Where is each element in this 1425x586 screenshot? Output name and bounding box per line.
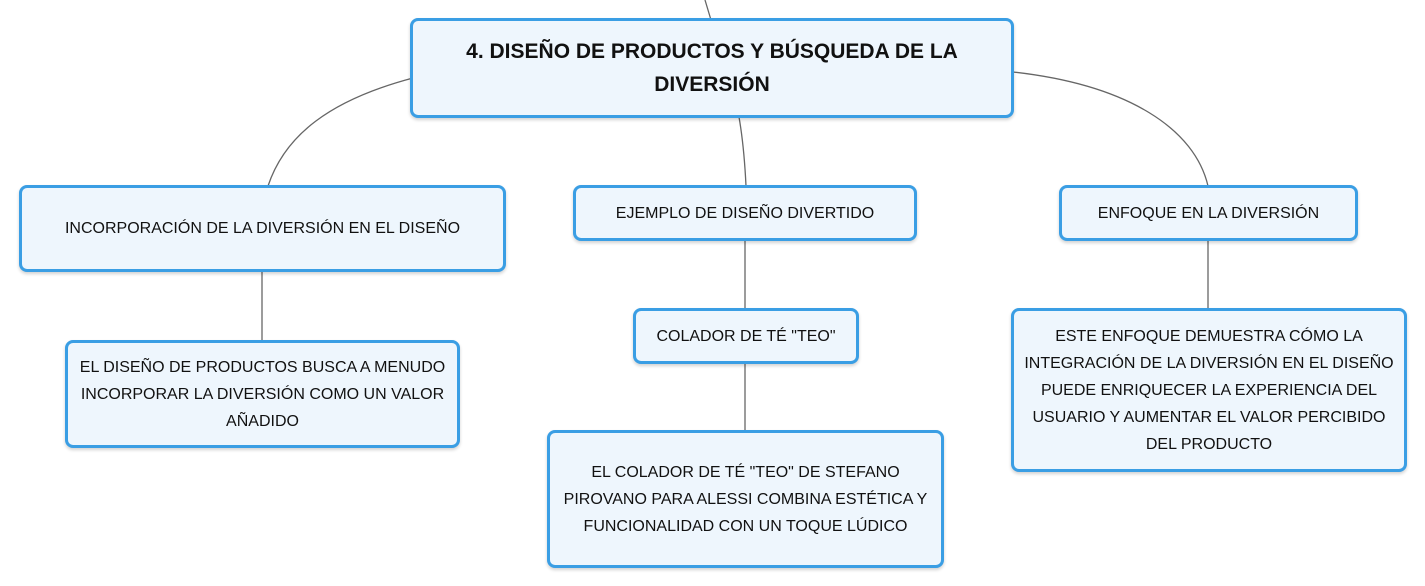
incorporacion-label: INCORPORACIÓN DE LA DIVERSIÓN EN EL DISE… bbox=[64, 220, 461, 237]
ejemplo-node[interactable]: EJEMPLO DE DISEÑO DIVERTIDO bbox=[573, 185, 917, 241]
enfoque-detail-node[interactable]: ESTE ENFOQUE DEMUESTRA CÓMO LA INTEGRACI… bbox=[1011, 308, 1407, 472]
incorporacion-detail-label: EL DISEÑO DE PRODUCTOS BUSCA A MENUDO IN… bbox=[79, 358, 446, 430]
colador-detail-node[interactable]: EL COLADOR DE TÉ "TEO" DE STEFANO PIROVA… bbox=[547, 430, 944, 568]
enfoque-label: ENFOQUE EN LA DIVERSIÓN bbox=[1097, 204, 1320, 222]
connector-parent-to-root bbox=[704, 0, 712, 21]
enfoque-detail-label: ESTE ENFOQUE DEMUESTRA CÓMO LA INTEGRACI… bbox=[1024, 327, 1394, 453]
incorporacion-node[interactable]: INCORPORACIÓN DE LA DIVERSIÓN EN EL DISE… bbox=[19, 185, 506, 272]
enfoque-node[interactable]: ENFOQUE EN LA DIVERSIÓN bbox=[1059, 185, 1358, 241]
connector-root-to-enfoque bbox=[1012, 71, 1209, 187]
root-topic-label: 4. DISEÑO DE PRODUCTOS Y BÚSQUEDA DE LA … bbox=[466, 40, 958, 96]
colador-node[interactable]: COLADOR DE TÉ "TEO" bbox=[633, 308, 859, 364]
colador-label: COLADOR DE TÉ "TEO" bbox=[656, 327, 836, 345]
connector-root-to-incorporacion bbox=[267, 77, 414, 187]
root-topic-node[interactable]: 4. DISEÑO DE PRODUCTOS Y BÚSQUEDA DE LA … bbox=[410, 18, 1014, 118]
ejemplo-label: EJEMPLO DE DISEÑO DIVERTIDO bbox=[615, 204, 875, 222]
incorporacion-detail-node[interactable]: EL DISEÑO DE PRODUCTOS BUSCA A MENUDO IN… bbox=[65, 340, 460, 448]
connector-root-to-ejemplo bbox=[738, 116, 747, 187]
colador-detail-label: EL COLADOR DE TÉ "TEO" DE STEFANO PIROVA… bbox=[563, 463, 928, 535]
